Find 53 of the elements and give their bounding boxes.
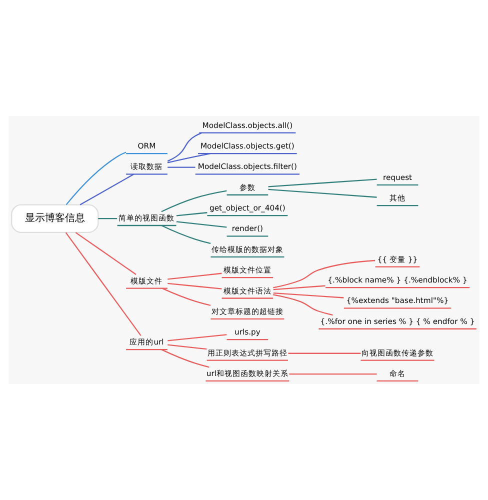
node-text: ModelClass.objects.all() — [202, 120, 293, 130]
connector — [268, 178, 377, 188]
node-text: {.%block name% } {.%endblock% } — [328, 276, 468, 285]
connector — [161, 349, 210, 368]
connector — [273, 294, 333, 316]
node-text: ModelClass.objects.filter() — [198, 162, 298, 172]
connector — [288, 352, 361, 354]
connector — [161, 225, 211, 244]
node-text: 对文章标题的超链接 — [211, 306, 284, 316]
connector — [167, 153, 210, 164]
node-text: ORM — [138, 142, 156, 151]
node-text: 应用的url — [130, 338, 164, 347]
node-text: 模版文件 — [130, 276, 163, 286]
connector — [161, 190, 227, 212]
node-box: 显示博客信息 — [11, 204, 99, 233]
connector — [168, 166, 196, 168]
node-text: 简单的视图函数 — [118, 214, 175, 223]
node-text: request — [383, 172, 412, 182]
connector — [66, 152, 126, 206]
node-text: 参数 — [239, 182, 256, 192]
connector — [273, 285, 326, 290]
node-text: 模版文件语法 — [223, 286, 272, 296]
connector — [268, 188, 377, 198]
connector — [162, 288, 211, 306]
connector — [176, 221, 227, 228]
connector — [168, 344, 207, 350]
node-text: ModelClass.objects.get() — [200, 142, 294, 151]
connector — [167, 132, 202, 162]
connector — [168, 272, 222, 280]
node-text: render() — [232, 224, 264, 234]
node-text: {.%for one in series % } { % endfor % } — [320, 316, 475, 326]
node-text: url和视图函数映射关系 — [206, 368, 288, 378]
node-text: get_object_or_404() — [209, 204, 286, 213]
node-text: 其他 — [390, 194, 406, 203]
connector — [273, 260, 376, 288]
node-text: {%extends "base.html"%} — [346, 296, 449, 306]
node-text: 传给模版的数据对象 — [211, 244, 284, 254]
connector — [75, 232, 136, 275]
connector — [168, 334, 227, 342]
connector — [289, 373, 377, 375]
node-text: {{ 变量 }} — [377, 254, 418, 264]
node-text: 命名 — [390, 368, 406, 378]
connector — [98, 218, 118, 220]
connector — [168, 282, 222, 290]
node-text: 用正则表达式拼写路径 — [207, 348, 288, 358]
connector — [65, 232, 142, 336]
node-text: 模版文件位置 — [223, 266, 272, 275]
connector — [176, 212, 208, 216]
node-text: 读取数据 — [130, 162, 163, 172]
connector — [80, 174, 134, 206]
connector — [273, 292, 344, 298]
node-text: urls.py — [234, 328, 260, 337]
node-text: 向视图函数传递参数 — [362, 348, 434, 358]
